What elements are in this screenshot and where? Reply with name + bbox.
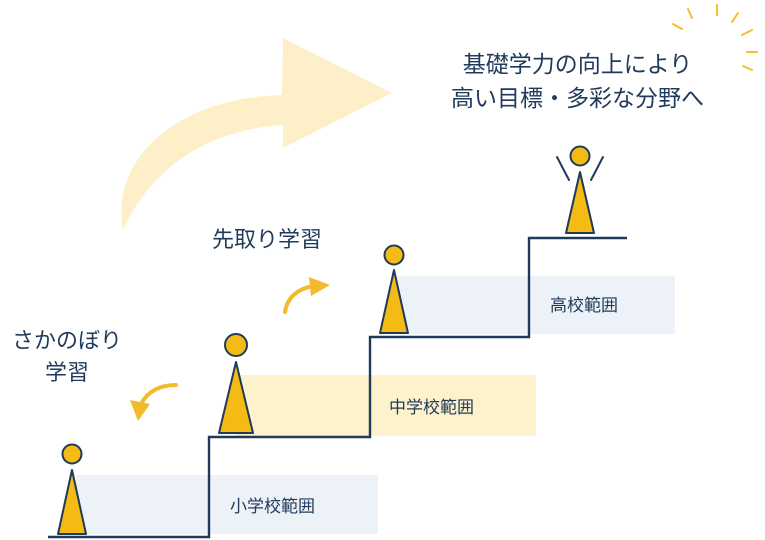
cheering-person-icon — [556, 145, 604, 234]
person-icon — [379, 244, 409, 334]
goal-text: 基礎学力の向上により 高い目標・多彩な分野へ — [405, 48, 750, 116]
middle-range-label: 中学校範囲 — [389, 398, 474, 418]
high-band — [397, 276, 675, 334]
high-range-label: 高校範囲 — [550, 296, 618, 316]
staircase-line — [48, 236, 627, 539]
elementary-range-label: 小学校範囲 — [230, 497, 315, 517]
curved-arrow-down-icon — [130, 383, 178, 421]
review-line-2: 学習 — [44, 361, 89, 386]
goal-line-2: 高い目標・多彩な分野へ — [451, 86, 704, 112]
person-icon — [57, 443, 87, 535]
advance-learning-label: 先取り学習 — [212, 228, 323, 253]
person-icon — [218, 333, 254, 434]
elementary-band — [76, 475, 378, 534]
review-learning-label: さかのぼり 学習 — [0, 326, 134, 390]
review-line-1: さかのぼり — [11, 329, 122, 354]
big-curved-arrow-icon — [121, 38, 392, 230]
sparkle-icon — [672, 4, 758, 71]
goal-line-1: 基礎学力の向上により — [462, 52, 693, 78]
middle-band — [236, 375, 536, 436]
curved-arrow-up-icon — [283, 277, 330, 314]
